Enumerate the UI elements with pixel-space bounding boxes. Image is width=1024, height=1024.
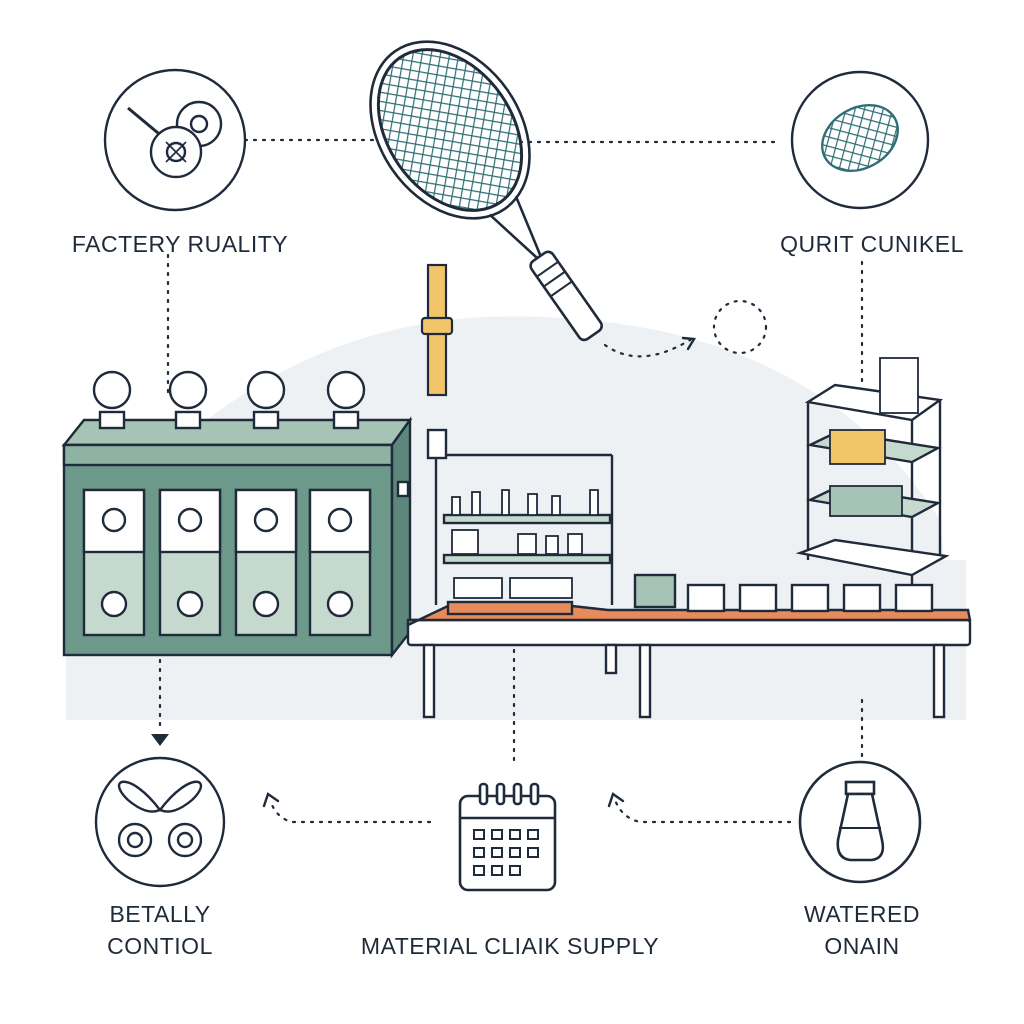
label-watered-line1: WATERED [804, 901, 920, 927]
shelf-tools [451, 489, 599, 599]
conveyor-boxes [633, 573, 934, 613]
pressure-gauges [92, 370, 366, 430]
connector-jar-calendar [613, 798, 792, 824]
right-shelf-unit [795, 357, 950, 585]
tennis-racket-icon [369, 40, 603, 342]
label-watered-line2: ONAIN [824, 933, 900, 959]
connector-arrowheads [262, 336, 697, 808]
machine-bin-tops [82, 488, 372, 554]
mesh-ball-icon [790, 70, 930, 210]
connector-calendar-betally [268, 798, 432, 824]
connector-lines [158, 138, 864, 824]
label-watered-onain: WATERED ONAIN [762, 898, 962, 962]
jar-icon [798, 760, 922, 884]
calendar-icon [458, 782, 557, 892]
conveyor-belt [406, 573, 972, 719]
connector-racket-loop [603, 338, 692, 358]
middle-shelf [426, 428, 614, 605]
connector-dotted-ring [712, 299, 768, 355]
yellow-post [420, 263, 454, 397]
sorting-machine [61, 370, 413, 659]
label-quality-control: QURIT CUNIKEL [780, 231, 964, 257]
machine-bin-dials [100, 507, 354, 618]
label-betally-line2: CONTIOL [107, 933, 213, 959]
label-betally-control: BETALLY CONTIOL [60, 898, 260, 962]
label-factory-quality: FACTERY RUALITY [71, 231, 289, 257]
shuttlecock-gears-icon [94, 756, 226, 888]
label-betally-line1: BETALLY [109, 901, 211, 927]
conveyor-legs [422, 643, 946, 719]
arrowhead-down [151, 734, 169, 746]
label-material-supply: MATERIAL CLIAIK SUPPLY [360, 933, 660, 959]
magnifier-gear-icon [103, 68, 247, 212]
shelf-goods [829, 357, 919, 517]
